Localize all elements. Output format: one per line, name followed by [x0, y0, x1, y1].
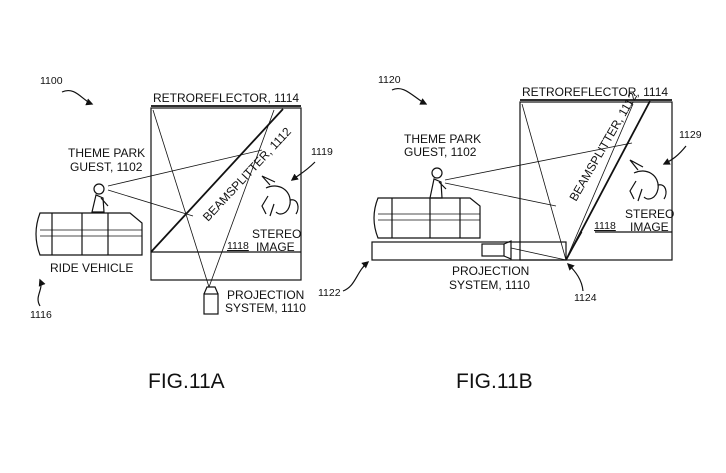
light-ray [510, 247, 567, 261]
light-ray [521, 103, 567, 261]
projector-icon [481, 240, 512, 260]
guest-label-line2: GUEST, 1102 [70, 160, 143, 174]
beamsplitter-glass [565, 100, 651, 261]
screen-ref: 1118 [594, 220, 616, 232]
sight-line [444, 142, 633, 181]
display-enclosure [519, 101, 673, 261]
vehicle-platform [371, 241, 567, 261]
image-ref-arrow [662, 145, 687, 165]
unicorn-image-icon [261, 175, 299, 217]
light-ray [565, 103, 634, 261]
sight-line [107, 149, 263, 187]
retroreflector-label: RETROREFLECTOR, 1114 [153, 91, 299, 105]
figure-caption: FIG.11A [148, 370, 225, 393]
figure-ref-arrow [61, 90, 94, 106]
guest-figure-icon [91, 183, 109, 213]
sight-line [444, 182, 557, 207]
image-ref: 1119 [311, 146, 333, 158]
projection-label-line1: PROJECTION [452, 264, 529, 278]
vehicle-ref-arrow [37, 278, 46, 307]
light-ray [152, 109, 210, 288]
guest-label-line1: THEME PARK [404, 132, 481, 146]
figure-11b: 1120 RETROREFLECTOR, 1114 BEAMSPLITTER, … [318, 74, 702, 393]
display-enclosure [150, 107, 302, 281]
sight-line [107, 189, 194, 217]
figure-11a: 1100 RETROREFLECTOR, 1114 BEAMSPLITTER, … [30, 75, 333, 393]
mirror-ref-arrow [566, 262, 584, 292]
guest-figure-icon [429, 167, 447, 199]
beamsplitter-label: BEAMSPLITTER, 1112 [200, 124, 294, 224]
projection-label-line2: SYSTEM, 1110 [449, 278, 530, 292]
ride-vehicle-icon [35, 212, 143, 256]
beamsplitter-glass [150, 108, 284, 253]
stereo-label-line1: STEREO [252, 227, 301, 241]
screen-ref: 1118 [227, 240, 249, 252]
image-ref: 1129 [679, 129, 702, 141]
platform-ref-arrow [342, 261, 370, 292]
mirror-ref: 1124 [574, 292, 597, 304]
unicorn-image-icon [629, 159, 667, 202]
stereo-label-line2: IMAGE [630, 220, 669, 234]
figure-ref-number: 1100 [40, 75, 63, 87]
guest-label-line2: GUEST, 1102 [404, 145, 477, 159]
projection-label-line2: SYSTEM, 1110 [225, 301, 306, 315]
figure-caption: FIG.11B [456, 370, 533, 393]
ride-vehicle-icon [373, 197, 481, 239]
projector-icon [203, 286, 219, 315]
stereo-label-line1: STEREO [625, 207, 674, 221]
platform-ref: 1122 [318, 287, 341, 299]
retroreflector-label: RETROREFLECTOR, 1114 [522, 85, 668, 99]
light-ray [565, 231, 583, 261]
stereo-label-line2: IMAGE [256, 240, 295, 254]
guest-label-line1: THEME PARK [68, 146, 145, 160]
vehicle-ref: 1116 [30, 309, 52, 321]
figure-ref-arrow [391, 88, 428, 105]
figure-ref-number: 1120 [378, 74, 401, 86]
beamsplitter-label: BEAMSPLITTER, 1112 [566, 90, 640, 204]
ride-vehicle-label: RIDE VEHICLE [50, 261, 133, 275]
image-ref-arrow [290, 161, 316, 181]
projection-label-line1: PROJECTION [227, 288, 304, 302]
light-ray [208, 109, 275, 288]
